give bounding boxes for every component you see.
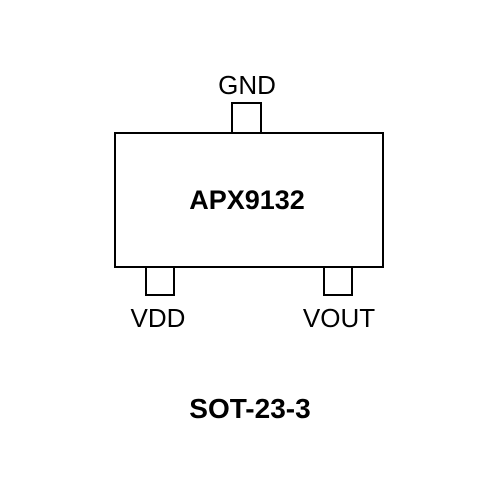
chip-part-number: APX9132 xyxy=(189,185,305,215)
pin-vdd-lead xyxy=(145,266,175,296)
pin-vout-lead xyxy=(323,266,353,296)
pin-label-gnd: GND xyxy=(218,70,276,100)
package-body xyxy=(114,132,384,268)
pin-gnd-lead xyxy=(231,102,262,134)
pin-label-vout: VOUT xyxy=(303,303,375,333)
package-name: SOT-23-3 xyxy=(189,393,310,424)
pin-label-vdd: VDD xyxy=(131,303,186,333)
